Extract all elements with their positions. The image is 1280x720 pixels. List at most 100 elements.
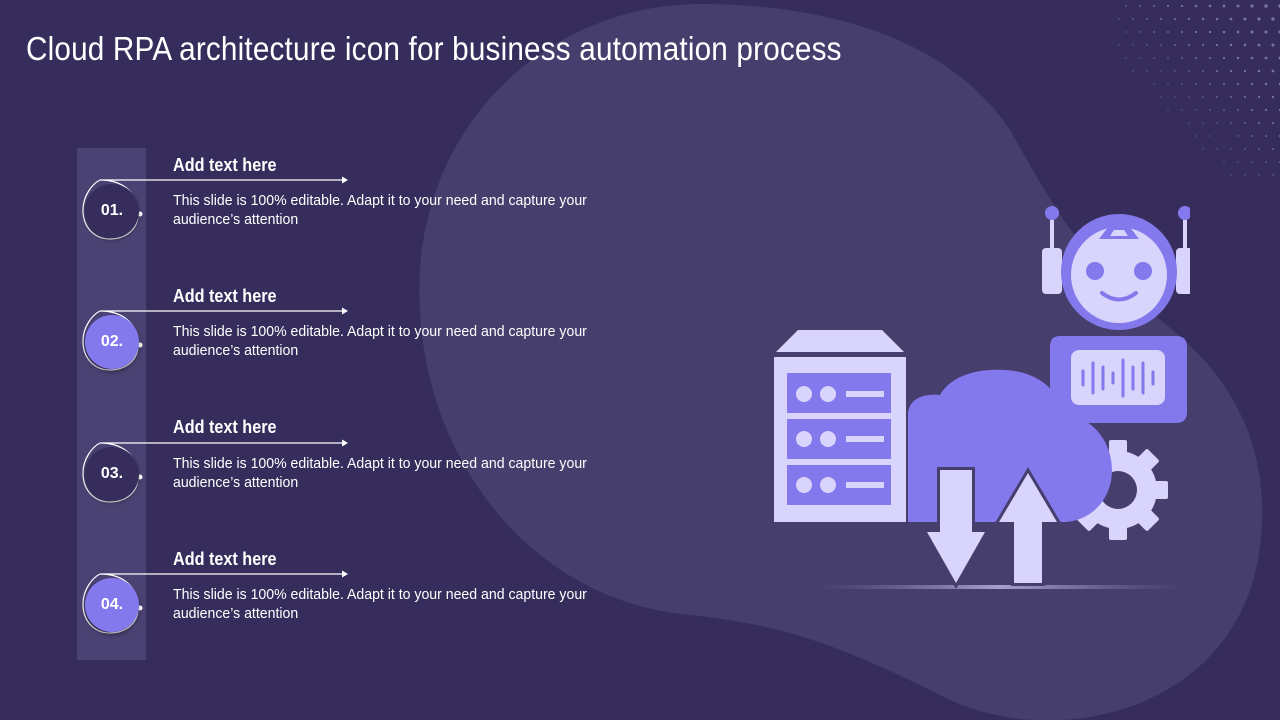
pattern-dot: [1132, 70, 1134, 72]
pattern-dot: [1237, 109, 1239, 111]
pattern-dot: [1264, 82, 1268, 86]
pattern-dot: [1125, 57, 1127, 59]
pattern-dot: [1250, 56, 1254, 60]
pattern-dot: [1153, 57, 1155, 59]
pattern-dot: [1181, 109, 1183, 111]
pattern-dot: [1230, 96, 1232, 98]
pattern-dot: [1195, 135, 1197, 137]
item-heading: Add text here: [173, 286, 277, 306]
item-body: This slide is 100% editable. Adapt it to…: [173, 586, 587, 622]
pattern-dot: [1187, 17, 1191, 21]
pattern-dot: [1258, 122, 1260, 124]
pattern-dot: [1229, 17, 1233, 21]
pattern-dot: [1264, 56, 1268, 60]
pattern-dot: [1174, 44, 1176, 46]
pattern-dot: [1125, 31, 1127, 33]
pattern-dot: [1146, 44, 1148, 46]
pattern-dot: [1230, 174, 1232, 176]
pattern-dot: [1257, 43, 1261, 47]
item-body: This slide is 100% editable. Adapt it to…: [173, 455, 587, 491]
pattern-dot: [1174, 70, 1176, 72]
pattern-dot: [1250, 30, 1254, 34]
pattern-dot: [1257, 69, 1261, 73]
pattern-dot: [1264, 4, 1268, 8]
pattern-dot: [1237, 135, 1239, 137]
pattern-dot: [1160, 70, 1162, 72]
ground-shadow: [820, 585, 1180, 589]
pattern-dot: [1271, 17, 1275, 21]
robot-icon: [1042, 206, 1190, 423]
pattern-dot: [1230, 148, 1232, 150]
pattern-dot: [1139, 5, 1141, 7]
pattern-dot: [1194, 30, 1198, 34]
pattern-dot: [1223, 109, 1225, 111]
pattern-dot: [1243, 69, 1247, 73]
pattern-dot: [1244, 122, 1246, 124]
pattern-dot: [1264, 108, 1268, 112]
pattern-dot: [1271, 121, 1275, 125]
pattern-dot: [1194, 4, 1198, 8]
pattern-dot: [1167, 83, 1169, 85]
pattern-dot: [1265, 161, 1267, 163]
item-body: This slide is 100% editable. Adapt it to…: [173, 323, 587, 359]
cloud-rpa-illustration: [774, 206, 1190, 590]
pattern-dot: [1146, 18, 1148, 20]
pattern-dot: [1223, 161, 1225, 163]
pattern-dot: [1271, 69, 1275, 73]
pattern-dot: [1236, 30, 1240, 34]
pattern-dot: [1230, 122, 1232, 124]
pattern-dot: [1244, 148, 1246, 150]
pattern-dot: [1257, 95, 1261, 99]
list-item: 01. Add text here This slide is 100% edi…: [0, 0, 700, 240]
pattern-dot: [1202, 70, 1204, 72]
pattern-dot: [1188, 96, 1190, 98]
pattern-dot: [1271, 95, 1275, 99]
pattern-dot: [1272, 148, 1274, 150]
step-badge-04: 04.: [85, 578, 139, 632]
pattern-dot: [1250, 82, 1254, 86]
pattern-dot: [1173, 17, 1177, 21]
pattern-dot: [1271, 43, 1275, 47]
pattern-dot: [1146, 70, 1148, 72]
pattern-dot: [1167, 57, 1169, 59]
pattern-dot: [1258, 148, 1260, 150]
pattern-dot: [1201, 43, 1205, 47]
upload-arrow-icon: [993, 467, 1063, 586]
item-heading: Add text here: [173, 417, 277, 437]
pattern-dot: [1251, 161, 1253, 163]
pattern-dot: [1167, 31, 1169, 33]
pattern-dot: [1243, 17, 1247, 21]
pattern-dot: [1153, 31, 1155, 33]
pattern-dot: [1139, 57, 1141, 59]
pattern-dot: [1222, 56, 1226, 60]
pattern-dot: [1243, 43, 1247, 47]
pattern-dot: [1202, 122, 1204, 124]
pattern-dot: [1160, 96, 1162, 98]
pattern-dot: [1243, 95, 1247, 99]
pattern-dot: [1209, 135, 1211, 137]
pattern-dot: [1258, 174, 1260, 176]
pattern-dot: [1237, 161, 1239, 163]
download-arrow-icon: [921, 467, 991, 590]
pattern-dot: [1216, 70, 1218, 72]
pattern-dot: [1215, 43, 1219, 47]
pattern-dot: [1244, 174, 1246, 176]
pattern-dot: [1201, 17, 1205, 21]
pattern-dot: [1216, 122, 1218, 124]
pattern-dot: [1209, 83, 1211, 85]
pattern-dot: [1132, 44, 1134, 46]
slide-title: Cloud RPA architecture icon for business…: [26, 30, 842, 67]
pattern-dot: [1202, 148, 1204, 150]
pattern-dot: [1222, 4, 1226, 8]
pattern-dot: [1125, 5, 1127, 7]
step-badge-03: 03.: [85, 447, 139, 501]
pattern-dot: [1167, 109, 1169, 111]
pattern-dot: [1223, 135, 1225, 137]
pattern-dot: [1181, 31, 1183, 33]
list-item: 02. Add text here This slide is 100% edi…: [0, 0, 700, 371]
pattern-dot: [1195, 83, 1197, 85]
pattern-dot: [1195, 109, 1197, 111]
pattern-dot: [1139, 31, 1141, 33]
step-badge-02: 02.: [85, 315, 139, 369]
server-rack-icon: [774, 330, 906, 522]
